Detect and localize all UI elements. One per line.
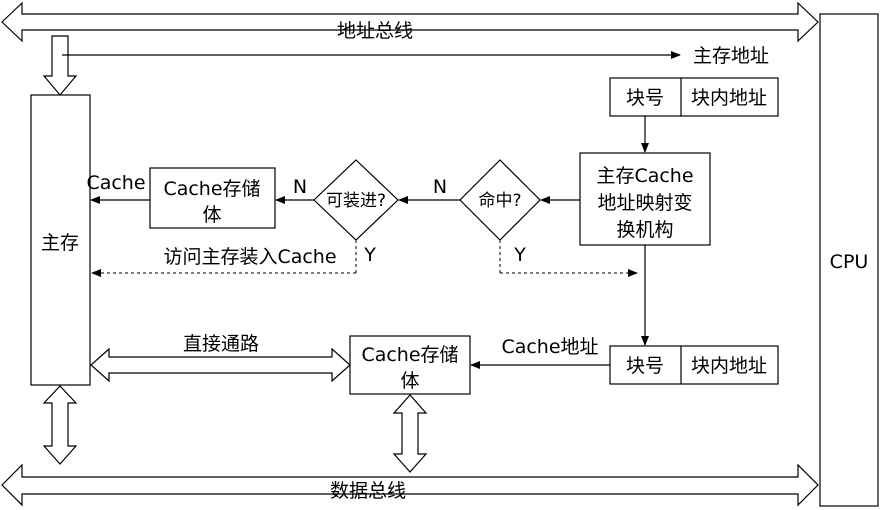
load-yes-label: Y [363,244,376,266]
cache-block-no: 块号 [626,355,664,377]
hit-no-label: N [433,176,447,198]
cache-address-label: Cache地址 [501,336,598,358]
direct-path-label: 直接通路 [183,333,259,355]
load-no-label: N [293,176,307,198]
main-address-label: 主存地址 [693,45,769,67]
mapping-unit-line1: 主存Cache [596,165,693,187]
main-memory-label: 主存 [41,232,79,254]
main-block-no: 块号 [626,87,664,109]
address-bus-label: 地址总线 [337,20,413,42]
mapping-unit-line3: 换机构 [616,219,673,241]
cache-address-register [609,345,779,385]
cache-storage-bottom-line2: 体 [400,370,419,392]
cpu-label: CPU [830,251,869,273]
main-address-register [609,77,779,117]
cache-storage-top-line1: Cache存储 [163,178,260,200]
load-decision-label: 可装进? [326,191,386,211]
cache-storage-top-line2: 体 [202,204,221,226]
direct-path-arrow [90,347,351,383]
cpu-box [819,13,879,507]
address-bus-arrow [1,1,819,43]
mapping-unit-line2: 地址映射变 [597,192,692,214]
main-block-offset: 块内地址 [691,87,767,109]
address-to-memory-arrow [42,35,78,96]
hit-decision-label: 命中? [478,191,521,211]
cache-side-label: Cache [86,172,145,194]
cache-storage-bottom [349,335,471,395]
cache-databus-arrow [392,394,428,473]
cache-block-offset: 块内地址 [691,355,767,377]
data-bus-label: 数据总线 [330,480,406,502]
data-bus-arrow [1,463,819,507]
memory-databus-arrow [42,385,78,465]
hit-yes-label: Y [513,244,526,266]
cache-storage-bottom-line1: Cache存储 [361,344,458,366]
cache-storage-top [149,167,276,229]
load-path-label: 访问主存装入Cache [163,246,336,268]
main-memory-box [30,94,91,386]
